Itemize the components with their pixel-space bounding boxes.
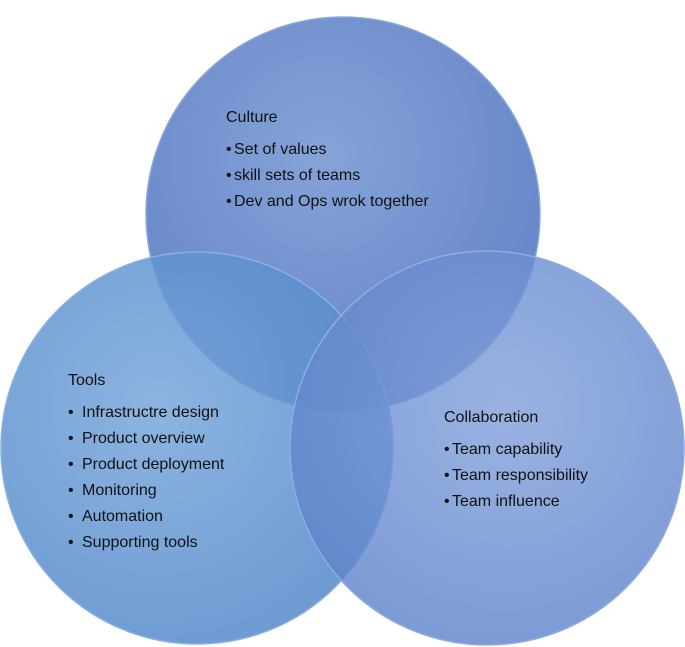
tools-label-group: Tools Infrastructre design Product overv…	[68, 368, 224, 556]
collaboration-label-group: Collaboration Team capability Team respo…	[444, 405, 588, 515]
culture-list: Set of values skill sets of teams Dev an…	[226, 137, 429, 215]
list-item: Automation	[68, 504, 224, 530]
list-item: Product deployment	[68, 452, 224, 478]
tools-title: Tools	[68, 372, 106, 389]
list-item: Dev and Ops wrok together	[226, 189, 429, 215]
list-item: Team responsibility	[444, 463, 588, 489]
culture-title: Culture	[226, 109, 278, 126]
list-item: Set of values	[226, 137, 429, 163]
list-item: Team capability	[444, 437, 588, 463]
collaboration-list: Team capability Team responsibility Team…	[444, 437, 588, 515]
culture-label-group: Culture Set of values skill sets of team…	[226, 105, 429, 215]
list-item: Product overview	[68, 426, 224, 452]
list-item: Supporting tools	[68, 530, 224, 556]
list-item: skill sets of teams	[226, 163, 429, 189]
tools-list: Infrastructre design Product overview Pr…	[68, 400, 224, 556]
list-item: Infrastructre design	[68, 400, 224, 426]
collaboration-title: Collaboration	[444, 409, 539, 426]
list-item: Team influence	[444, 489, 588, 515]
list-item: Monitoring	[68, 478, 224, 504]
